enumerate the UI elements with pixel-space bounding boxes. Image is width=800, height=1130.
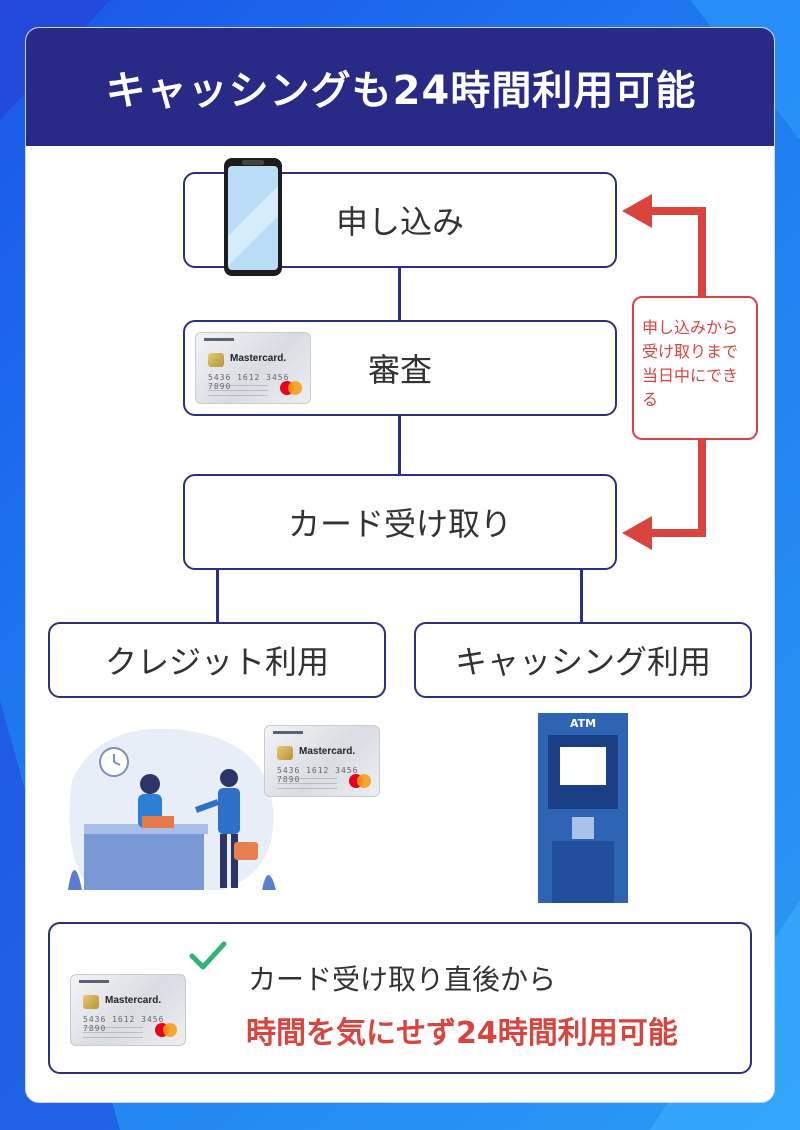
return-arrow-line-top xyxy=(648,207,706,215)
atm-slot xyxy=(572,817,594,839)
smartphone-icon xyxy=(224,158,282,276)
header-banner: キャッシングも24時間利用可能 xyxy=(26,28,774,146)
branch-credit: クレジット利用 xyxy=(48,622,386,698)
branch-cashing-label: キャッシング利用 xyxy=(454,643,711,681)
bottom-text-line2: 時間を気にせず24時間利用可能 xyxy=(246,1016,678,1051)
bottom-callout: Mastercard. 5436 1612 3456 7890 カード受け取り直… xyxy=(48,922,752,1074)
connector-review-receive xyxy=(398,414,401,474)
note-line: 受け取りまで xyxy=(642,342,739,361)
credit-card-image: Mastercard. 5436 1612 3456 7890 xyxy=(264,725,380,797)
store-counter-illustration xyxy=(68,728,276,890)
connector-receive-cashing xyxy=(580,568,583,622)
note-line: 当日中にでき xyxy=(642,366,739,385)
atm-screen xyxy=(560,747,606,785)
connector-apply-review xyxy=(398,266,401,320)
bottom-text-line1: カード受け取り直後から xyxy=(248,963,557,996)
atm-machine: ATM xyxy=(538,713,628,903)
step-review-label: 審査 xyxy=(367,351,432,389)
arrow-left-icon xyxy=(622,516,652,550)
atm-lower-panel xyxy=(552,841,614,903)
atm-label: ATM xyxy=(569,717,597,730)
step-apply-label: 申し込み xyxy=(335,203,464,241)
connector-receive-credit xyxy=(216,568,219,622)
return-arrow-line-bottom xyxy=(648,529,706,537)
same-day-note: 申し込みから 受け取りまで 当日中にでき る xyxy=(632,296,758,440)
note-line: 申し込みから xyxy=(642,318,739,337)
page-title: キャッシングも24時間利用可能 xyxy=(105,68,697,114)
credit-card-image: Mastercard. 5436 1612 3456 7890 xyxy=(195,332,311,404)
branch-cashing: キャッシング利用 xyxy=(414,622,752,698)
credit-card-image: Mastercard. 5436 1612 3456 7890 xyxy=(70,974,186,1046)
checkmark-icon xyxy=(189,941,227,970)
arrow-left-icon xyxy=(622,194,652,228)
step-receive-label: カード受け取り xyxy=(287,505,512,543)
note-line: る xyxy=(642,390,659,409)
branch-credit-label: クレジット利用 xyxy=(104,643,329,681)
step-receive: カード受け取り xyxy=(183,474,617,570)
